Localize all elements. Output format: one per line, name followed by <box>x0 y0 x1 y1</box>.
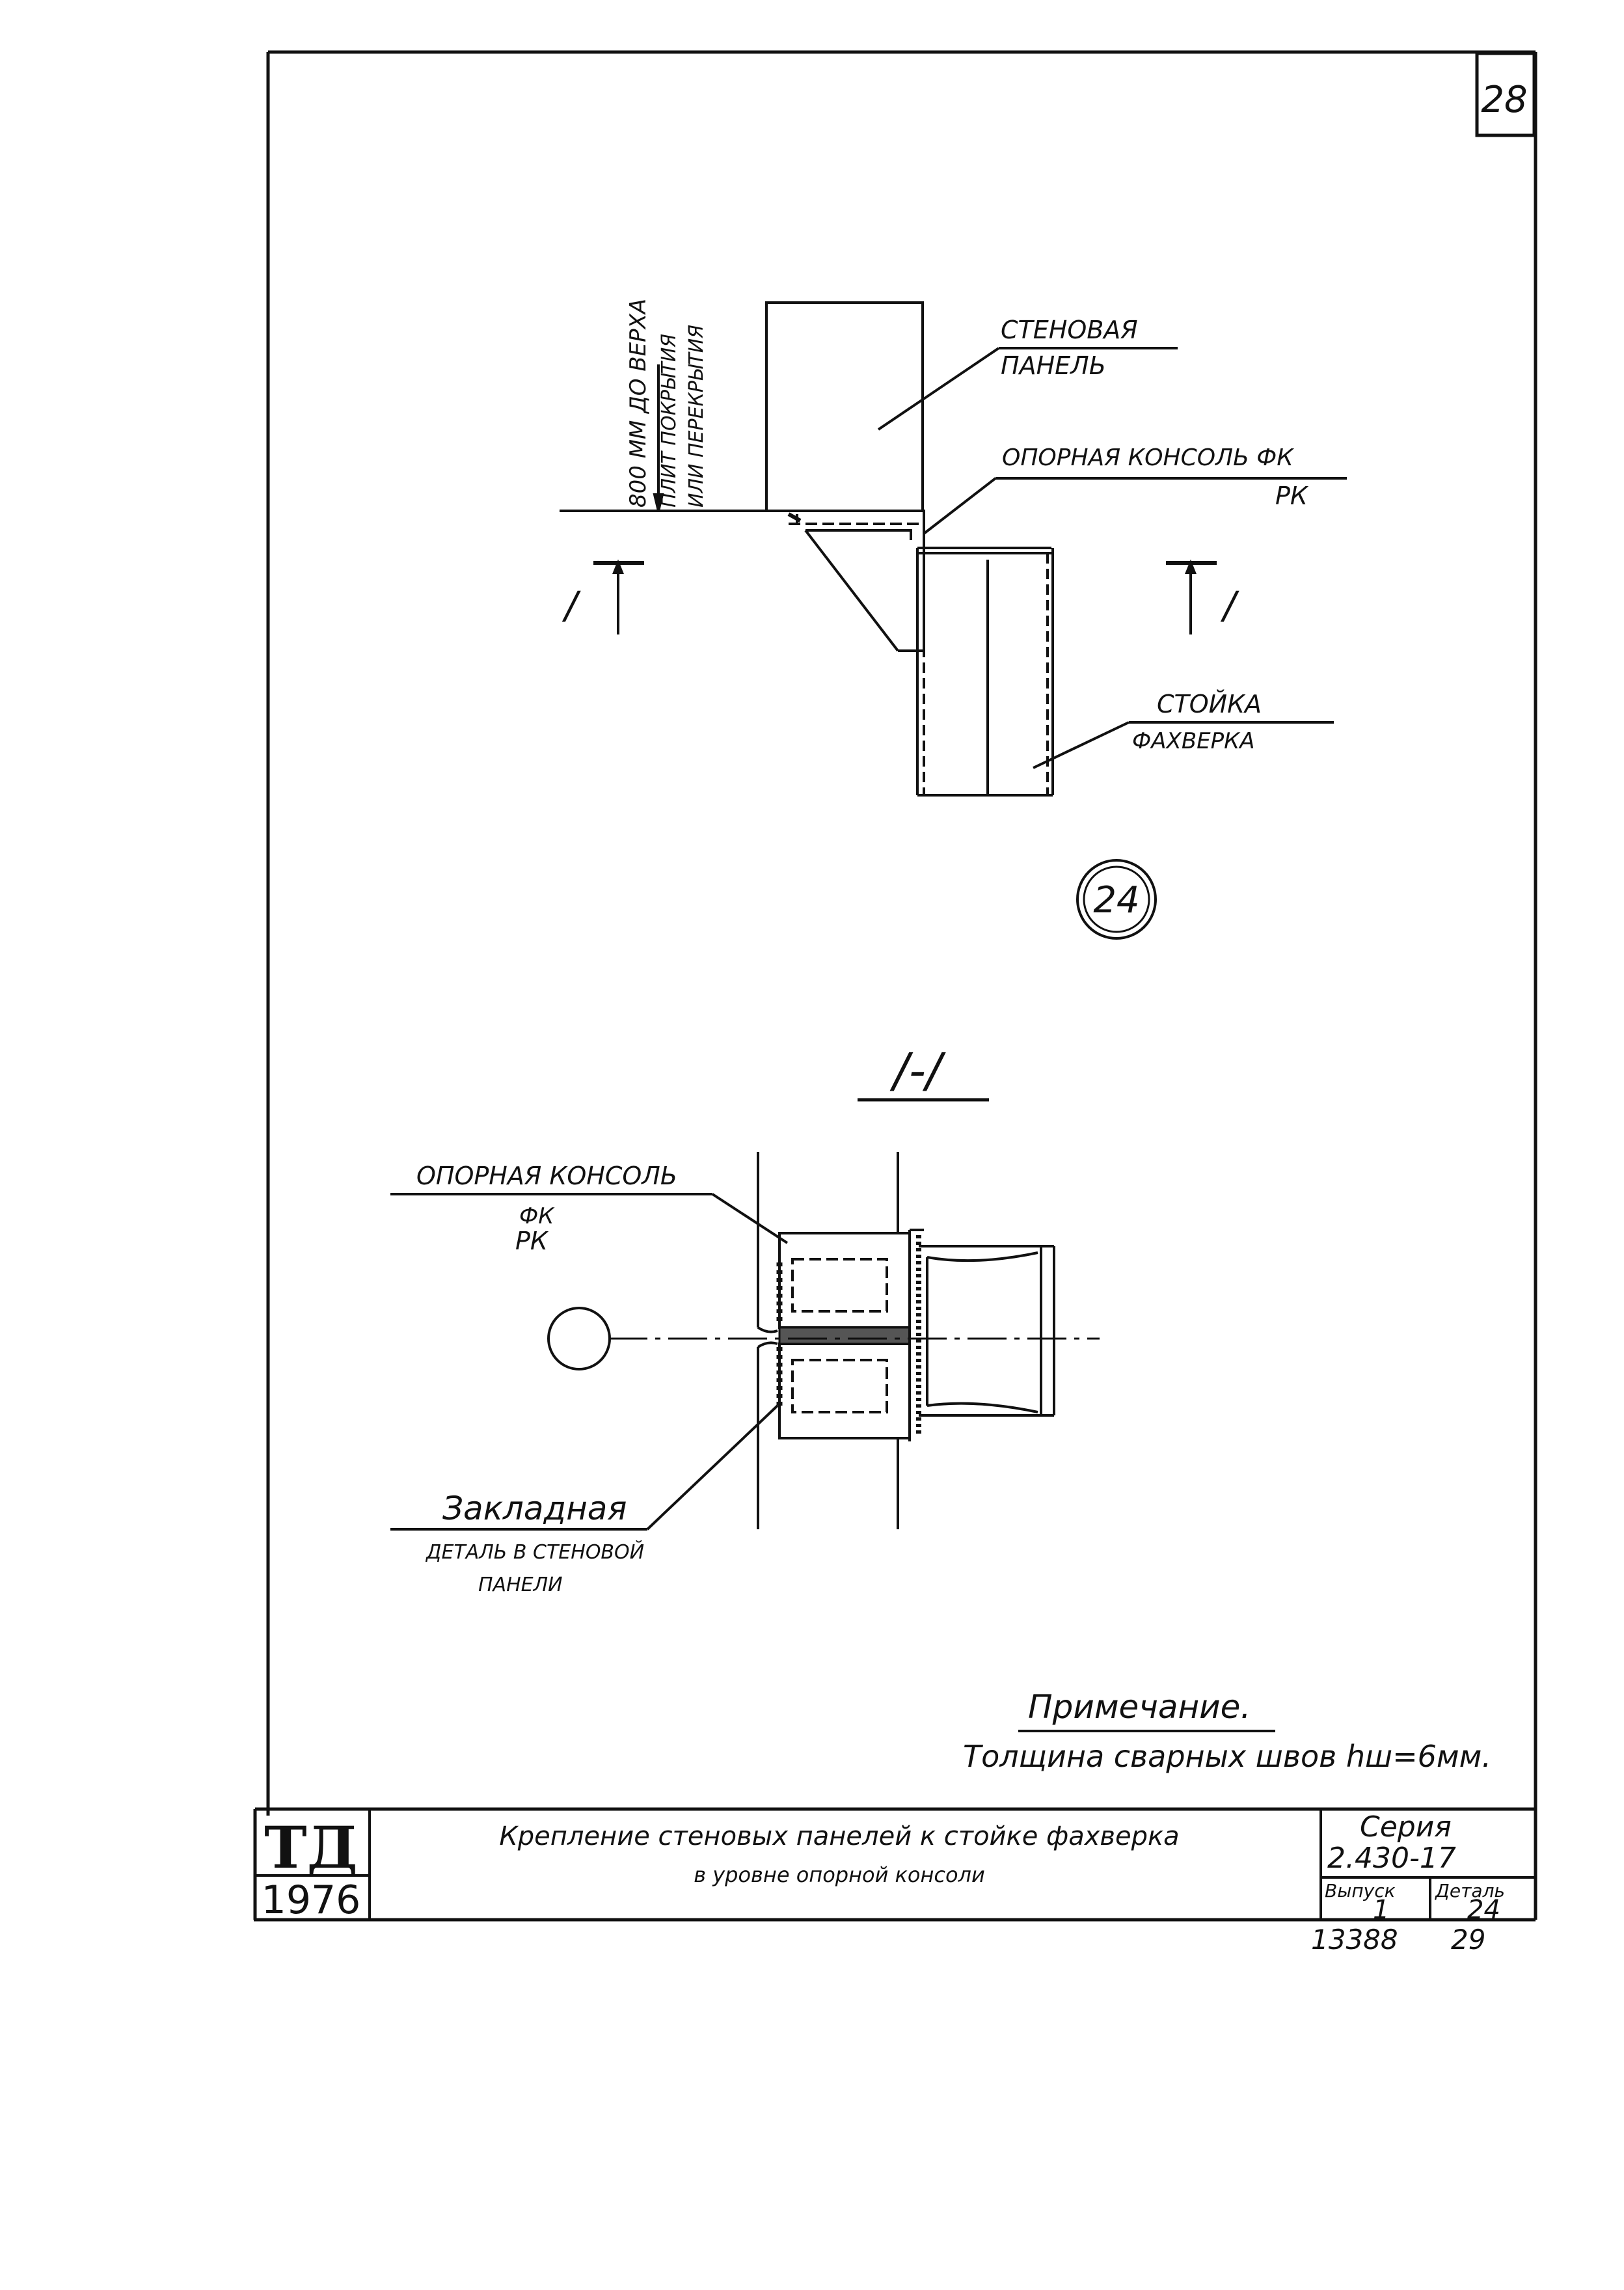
page-number: 28 <box>1481 79 1527 121</box>
page-number-box: 28 <box>1475 51 1536 137</box>
org-logo: ТД <box>264 1814 358 1881</box>
column-label-1: СТОЙКА <box>1157 690 1262 718</box>
detail-callout: 24 <box>1076 859 1157 940</box>
level-arrow <box>653 364 664 511</box>
embedded-part-label-3: ПАНЕЛИ <box>478 1574 563 1596</box>
section-column <box>908 1229 1055 1441</box>
section-console-label: ОПОРНАЯ КОНСОЛЬ <box>416 1162 677 1190</box>
axis-marker <box>547 1307 611 1370</box>
detail-value: 24 <box>1467 1895 1500 1925</box>
vertical-note-2: ПЛИТ ПОКРЫТИЯ <box>658 334 681 508</box>
wall-panel-label-1: СТЕНОВАЯ <box>1001 316 1138 344</box>
section-mark-left <box>593 559 644 634</box>
detail-callout-number: 24 <box>1093 879 1139 921</box>
weld-band <box>778 1326 911 1345</box>
section-console-upper <box>776 1232 911 1329</box>
detail-label: Деталь <box>1434 1880 1505 1902</box>
section-wall-panel <box>757 1152 899 1529</box>
wall-panel-label-2: ПАНЕЛЬ <box>1001 351 1106 380</box>
section-mark-left-label: / <box>562 583 581 627</box>
year: 1976 <box>262 1877 361 1923</box>
support-console <box>786 510 925 652</box>
section-console-leader <box>711 1193 789 1244</box>
drawing-title-line-1: Крепление стеновых панелей к стойке фахв… <box>499 1821 1179 1851</box>
section-title: /-/ <box>889 1043 946 1098</box>
section-mark-right-label: / <box>1220 583 1239 627</box>
sheet-frame <box>253 50 1537 1922</box>
issue-label: Выпуск <box>1325 1880 1396 1902</box>
vertical-note-3: ИЛИ ПЕРЕКРЫТИЯ <box>685 325 708 508</box>
column-leader <box>1033 721 1130 769</box>
issue-value: 1 <box>1373 1895 1389 1925</box>
support-console-label: ОПОРНАЯ КОНСОЛЬ ФК <box>1002 444 1294 471</box>
wall-panel-leader <box>877 347 1000 431</box>
column-label-2: ФАХВЕРКА <box>1132 728 1255 754</box>
note-text: Толщина сварных швов hш=6мм. <box>963 1739 1491 1774</box>
support-console-sub: РК <box>1275 482 1309 510</box>
drawing-title-line-2: в уровне опорной консоли <box>694 1862 985 1887</box>
section-console-lower <box>776 1343 911 1439</box>
series-value: 2.430-17 <box>1327 1842 1456 1875</box>
section-console-sub-2: РК <box>515 1227 549 1255</box>
archive-number: 13388 <box>1311 1924 1398 1956</box>
section-mark-right <box>1166 559 1217 634</box>
vertical-note-1: 800 ММ ДО ВЕРХА <box>625 299 651 508</box>
console-leader <box>923 477 997 535</box>
column <box>916 547 1054 797</box>
top-view <box>560 301 1347 797</box>
section-console-sub-1: ФК <box>519 1203 555 1229</box>
embedded-part-label-1: Закладная <box>442 1490 627 1527</box>
sheet-number: 29 <box>1451 1924 1485 1956</box>
embedded-part-label-2: ДЕТАЛЬ В СТЕНОВОЙ <box>425 1540 644 1564</box>
embedded-part-leader <box>646 1404 779 1531</box>
title-block <box>255 1809 1536 1920</box>
wall-panel <box>765 301 924 511</box>
series-label: Серия <box>1360 1810 1452 1844</box>
section-view <box>390 1152 1100 1531</box>
note-heading: Примечание. <box>1028 1688 1251 1726</box>
